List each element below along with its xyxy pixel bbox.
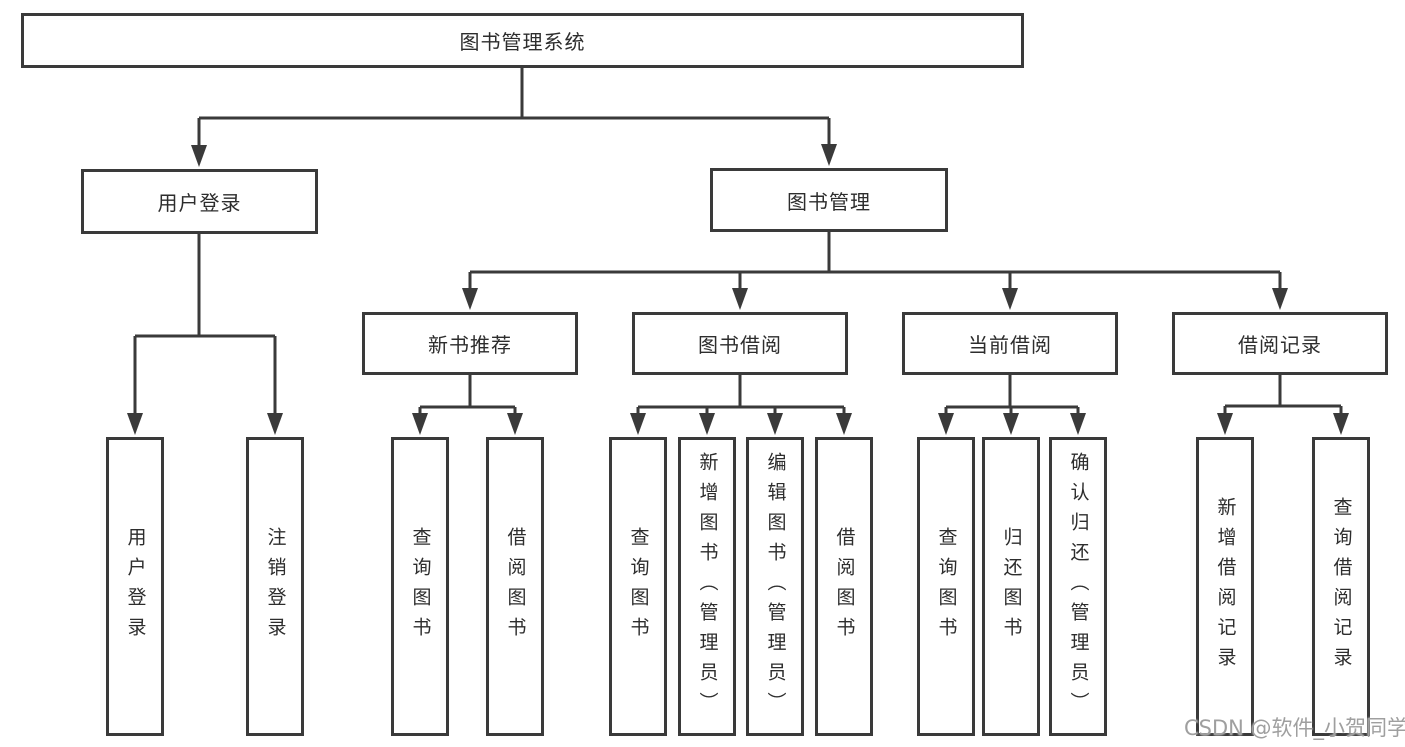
leaf-user-login: 用户登录 [106, 437, 164, 736]
leaf-confirm-return-admin: 确认归还（管理员） [1049, 437, 1107, 736]
node-label: 新增借阅记录 [1214, 496, 1237, 677]
node-label: 用户登录 [157, 191, 242, 215]
leaf-edit-books-admin: 编辑图书（管理员） [746, 437, 804, 736]
arrowheads [127, 144, 1349, 435]
node-label: 借阅记录 [1238, 333, 1322, 357]
leaf-logout-login: 注销登录 [246, 437, 304, 736]
node-new-book-recommendation: 新书推荐 [362, 312, 578, 375]
node-label: 用户登录 [124, 526, 147, 647]
node-current-borrowing: 当前借阅 [902, 312, 1118, 375]
leaf-query-books-recommend: 查询图书 [391, 437, 449, 736]
leaf-add-borrow-record: 新增借阅记录 [1196, 437, 1254, 736]
node-label: 借阅图书 [833, 526, 856, 647]
node-label: 归还图书 [1000, 526, 1023, 647]
node-label: 借阅图书 [504, 526, 527, 647]
leaf-add-books-admin: 新增图书（管理员） [678, 437, 736, 736]
node-label: 查询借阅记录 [1330, 496, 1353, 677]
node-user-login: 用户登录 [81, 169, 318, 234]
leaf-return-books: 归还图书 [982, 437, 1040, 736]
leaf-query-borrow-record: 查询借阅记录 [1312, 437, 1370, 736]
leaf-borrow-books-recommend: 借阅图书 [486, 437, 544, 736]
node-label: 确认归还（管理员） [1067, 451, 1090, 722]
node-label: 查询图书 [627, 526, 650, 647]
node-library-system: 图书管理系统 [21, 13, 1024, 68]
node-label: 当前借阅 [968, 333, 1052, 357]
leaf-query-books-current: 查询图书 [917, 437, 975, 736]
node-book-management: 图书管理 [710, 168, 948, 232]
node-label: 查询图书 [409, 526, 432, 647]
csdn-watermark: CSDN @软件_小贺同学 [1184, 716, 1405, 740]
node-book-borrowing: 图书借阅 [632, 312, 848, 375]
node-label: 编辑图书（管理员） [764, 451, 787, 722]
leaf-query-books-borrowing: 查询图书 [609, 437, 667, 736]
node-label: 图书管理 [787, 189, 871, 214]
node-label: 新书推荐 [428, 333, 512, 357]
node-label: 查询图书 [935, 526, 958, 647]
node-label: 图书借阅 [698, 333, 782, 357]
node-label: 图书管理系统 [459, 30, 586, 54]
node-label: 注销登录 [264, 526, 287, 647]
node-label: 新增图书（管理员） [696, 451, 719, 722]
node-borrowing-records: 借阅记录 [1172, 312, 1388, 375]
leaf-borrow-books-borrowing: 借阅图书 [815, 437, 873, 736]
